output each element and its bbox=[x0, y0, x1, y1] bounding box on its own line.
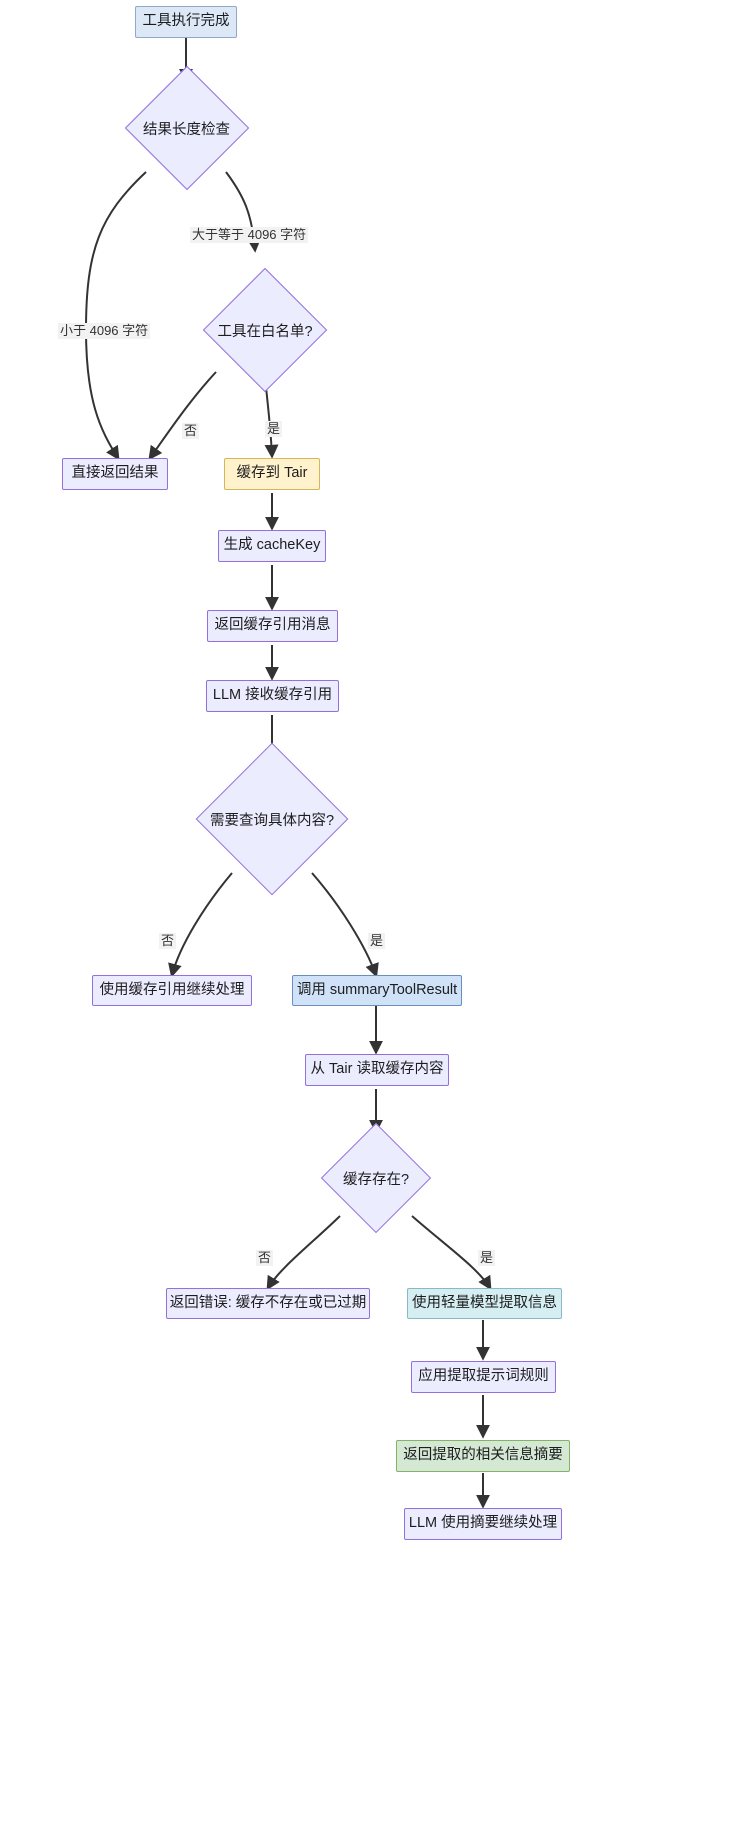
node-llm-receives-cache-reference[interactable]: LLM 接收缓存引用 bbox=[206, 680, 339, 712]
edge-label-cache-yes: 是 bbox=[478, 1250, 496, 1267]
node-label: 使用缓存引用继续处理 bbox=[99, 981, 245, 998]
edge-n2-n4 bbox=[84, 171, 147, 461]
edge-label-cache-no: 否 bbox=[256, 1250, 274, 1267]
node-label: 返回缓存引用消息 bbox=[214, 617, 331, 634]
node-label: 使用轻量模型提取信息 bbox=[412, 1294, 557, 1311]
edge-label-whitelist-yes: 是 bbox=[265, 421, 283, 438]
node-cache-exists[interactable]: 缓存存在? bbox=[316, 1122, 436, 1234]
node-return-error-cache-missing-or-expired[interactable]: 返回错误: 缓存不存在或已过期 bbox=[166, 1288, 370, 1319]
node-call-summarytoolresult[interactable]: 调用 summaryToolResult bbox=[292, 975, 462, 1006]
edge-n9-n10 bbox=[168, 872, 233, 978]
edge-label-query-no: 否 bbox=[159, 933, 177, 950]
node-label: 返回错误: 缓存不存在或已过期 bbox=[169, 1294, 367, 1311]
edge-n3-n4 bbox=[148, 371, 217, 461]
node-generate-cachekey[interactable]: 生成 cacheKey bbox=[218, 530, 326, 562]
node-llm-continue-with-summary[interactable]: LLM 使用摘要继续处理 bbox=[404, 1508, 562, 1540]
node-cache-to-tair[interactable]: 缓存到 Tair bbox=[224, 458, 320, 490]
diamond-shape bbox=[320, 1122, 432, 1234]
node-label: LLM 接收缓存引用 bbox=[212, 687, 333, 704]
diamond-shape bbox=[124, 65, 249, 191]
node-return-extracted-summary[interactable]: 返回提取的相关信息摘要 bbox=[396, 1440, 570, 1472]
edge-n13-n14 bbox=[266, 1215, 341, 1291]
node-label: 从 Tair 读取缓存内容 bbox=[310, 1061, 444, 1078]
edge-label-whitelist-no: 否 bbox=[182, 423, 200, 440]
node-tool-execution-complete[interactable]: 工具执行完成 bbox=[135, 6, 237, 38]
node-label: LLM 使用摘要继续处理 bbox=[408, 1515, 558, 1532]
edge-n9-n11 bbox=[311, 872, 379, 978]
edge-label-greater-equal-4096: 大于等于 4096 字符 bbox=[190, 227, 309, 244]
edge-n13-n15 bbox=[411, 1215, 492, 1291]
node-return-cache-reference-message[interactable]: 返回缓存引用消息 bbox=[207, 610, 338, 642]
node-apply-extraction-prompt-rules[interactable]: 应用提取提示词规则 bbox=[411, 1361, 556, 1393]
edge-label-less-than-4096: 小于 4096 字符 bbox=[58, 323, 151, 340]
node-label: 调用 summaryToolResult bbox=[296, 981, 458, 998]
diamond-shape bbox=[195, 742, 349, 896]
node-label: 工具执行完成 bbox=[142, 13, 230, 30]
node-result-length-check[interactable]: 结果长度检查 bbox=[121, 65, 252, 191]
node-label: 缓存到 Tair bbox=[236, 465, 308, 482]
node-label: 生成 cacheKey bbox=[223, 537, 321, 554]
node-label: 应用提取提示词规则 bbox=[418, 1368, 549, 1385]
node-use-lightweight-model-to-extract[interactable]: 使用轻量模型提取信息 bbox=[407, 1288, 562, 1319]
node-need-query-specific-content[interactable]: 需要查询具体内容? bbox=[182, 742, 362, 896]
node-read-cache-from-tair[interactable]: 从 Tair 读取缓存内容 bbox=[305, 1054, 449, 1086]
node-continue-with-cache-reference[interactable]: 使用缓存引用继续处理 bbox=[92, 975, 252, 1006]
diamond-shape bbox=[202, 267, 328, 393]
node-label: 返回提取的相关信息摘要 bbox=[403, 1447, 563, 1464]
edge-label-query-yes: 是 bbox=[368, 933, 386, 950]
node-label: 直接返回结果 bbox=[71, 465, 159, 482]
node-return-result-directly[interactable]: 直接返回结果 bbox=[62, 458, 168, 490]
node-tool-in-whitelist[interactable]: 工具在白名单? bbox=[190, 267, 340, 393]
